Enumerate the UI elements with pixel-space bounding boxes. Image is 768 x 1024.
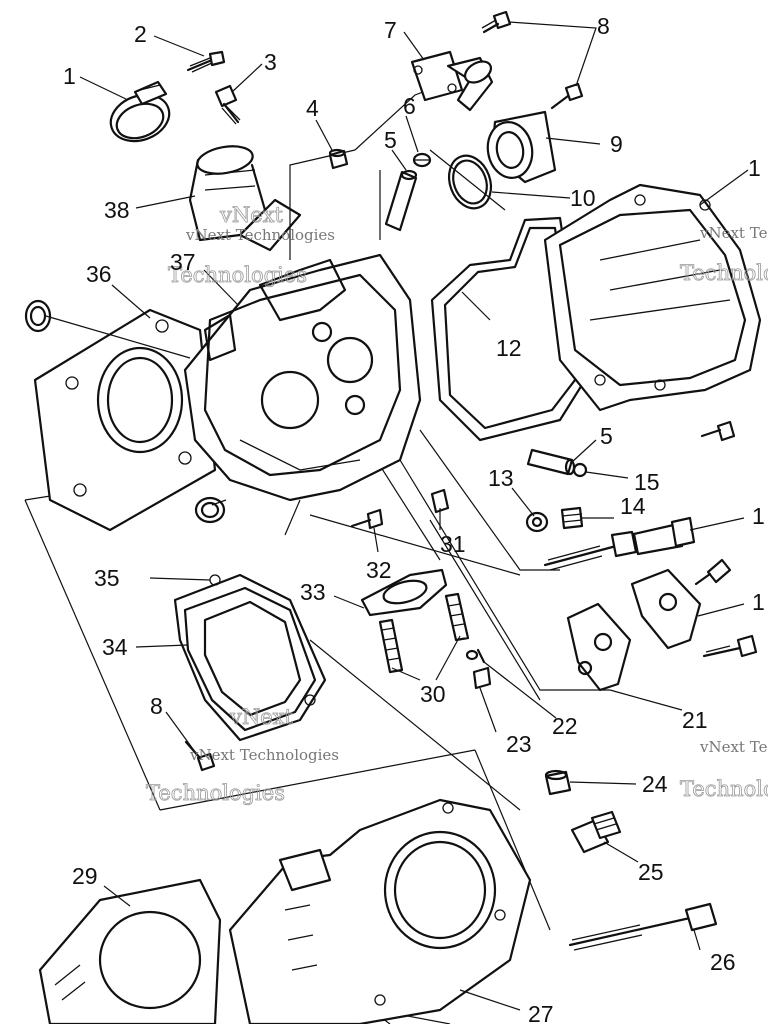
watermark-text: vNext Technologies <box>185 226 335 244</box>
callout-25: 25 <box>638 859 664 885</box>
callout-34: 34 <box>102 634 128 660</box>
callout-26: 26 <box>710 949 736 975</box>
watermark-text: Technologies <box>680 777 768 801</box>
part-bolt-3 <box>214 84 241 125</box>
callout-6: 6 <box>403 93 416 119</box>
part-screw-8-top <box>481 10 512 34</box>
callout-30: 30 <box>420 681 446 707</box>
callout-2: 2 <box>134 21 147 47</box>
part-nut-15 <box>572 462 588 478</box>
callout-15: 15 <box>634 469 660 495</box>
part-thermostat-housing <box>410 50 494 112</box>
part-cover-bolt-right <box>700 420 736 442</box>
part-base-gasket-29 <box>38 878 222 1024</box>
part-bolt-32 <box>350 508 384 530</box>
callout-32: 32 <box>366 557 392 583</box>
part-cylinder-27 <box>228 798 532 1024</box>
callout-10: 10 <box>570 185 596 211</box>
callout-31: 31 <box>440 531 466 557</box>
callout-35: 35 <box>94 565 120 591</box>
callout-22: 22 <box>552 713 578 739</box>
callout-12: 12 <box>496 335 522 361</box>
part-intake-boot <box>188 145 302 252</box>
part-long-bolt-26 <box>568 902 718 951</box>
part-dowel-24 <box>544 769 572 796</box>
callout-5: 5 <box>384 127 397 153</box>
part-seal-left-upper <box>24 299 52 333</box>
part-plug-14 <box>560 506 584 530</box>
watermark-text: vNext <box>219 203 284 227</box>
part-screw-8-mid <box>550 82 584 110</box>
callout-13: 13 <box>488 465 514 491</box>
callout-29: 29 <box>72 863 98 889</box>
watermark-text: vNext Technologies <box>189 746 339 764</box>
part-screw-2 <box>186 50 226 73</box>
watermark-text: vNext <box>229 705 294 729</box>
callout-14: 14 <box>620 493 646 519</box>
watermarks: vNext vNext Technologies Technologies vN… <box>146 203 768 806</box>
watermark-text: vNext Technologies <box>699 224 768 242</box>
part-o-ring <box>447 154 493 210</box>
callout-8-lower: 8 <box>150 693 163 719</box>
part-bolt-right-b <box>702 634 758 658</box>
part-valve-guide-lower <box>526 448 576 476</box>
callout-23: 23 <box>506 731 532 757</box>
part-valve-guide-upper <box>384 169 418 232</box>
callout-3: 3 <box>264 49 277 75</box>
callout-24: 24 <box>642 771 668 797</box>
part-hose-clamp <box>109 80 171 143</box>
callout-1-right: 1 <box>748 155 761 181</box>
part-cylinder-head <box>183 253 422 502</box>
part-plug-6 <box>412 152 432 168</box>
part-bolt-right-a <box>694 558 732 586</box>
callout-21: 21 <box>682 707 708 733</box>
watermark-text: vNext Technologies <box>699 738 768 756</box>
part-stud-bolt <box>543 516 696 571</box>
callout-1-stud: 1 <box>752 503 765 529</box>
callout-37: 37 <box>170 249 196 275</box>
part-fitting-25 <box>570 810 622 854</box>
callout-5-lower: 5 <box>600 423 613 449</box>
part-rocker-bracket-upper <box>630 568 702 650</box>
callout-36: 36 <box>86 261 112 287</box>
watermark-text: Technologies <box>680 261 768 285</box>
callout-27: 27 <box>528 1001 554 1024</box>
part-seal-left-lower <box>194 496 226 524</box>
callout-9: 9 <box>610 131 623 157</box>
part-exhaust-gasket <box>360 568 448 617</box>
part-rocker-bracket-21 <box>566 602 632 692</box>
watermark-text: Technologies <box>146 781 285 805</box>
watermark-text: Technologies <box>168 263 307 287</box>
callout-38: 38 <box>104 197 130 223</box>
part-dowel-4 <box>328 148 349 170</box>
part-outlet-flange <box>486 110 557 184</box>
callout-8: 8 <box>597 13 610 39</box>
part-pin-31 <box>430 488 450 514</box>
leader-lines <box>45 21 749 1011</box>
callout-1: 1 <box>63 63 76 89</box>
part-head-gasket <box>33 308 217 532</box>
part-valve-cover-right <box>543 183 762 412</box>
callout-4: 4 <box>306 95 319 121</box>
callout-1-bracket: 1 <box>752 589 765 615</box>
part-studs-30 <box>378 592 470 674</box>
part-side-cover <box>183 586 317 732</box>
callout-7: 7 <box>384 17 397 43</box>
callout-33: 33 <box>300 579 326 605</box>
part-keeper-22 <box>465 648 486 664</box>
part-washer-13 <box>525 511 549 533</box>
callouts: 1 2 3 4 5 6 7 8 9 10 1 12 36 37 38 5 13 … <box>63 13 765 1024</box>
part-retainer-23 <box>472 666 492 690</box>
